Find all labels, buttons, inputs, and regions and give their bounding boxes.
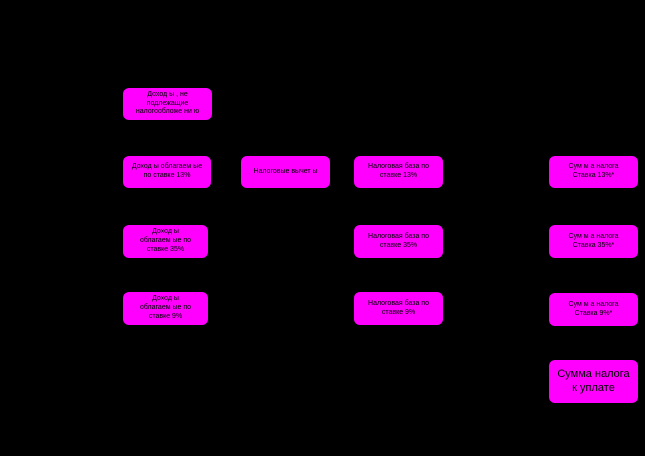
node-tax-base-9: Налоговая база по ставке 9% — [354, 292, 443, 325]
node-tax-total-payable: Сумма налога к уплате — [549, 360, 638, 403]
node-tax-base-35: Налоговая база по ставке 35% — [354, 225, 443, 258]
node-tax-deductions: Налоговые вычет ы — [241, 156, 330, 188]
node-income-13: Доход ы облагаем ые по ставке 13% — [123, 156, 211, 188]
node-tax-amount-35: Сум м а налога Ставка 35%* — [549, 225, 638, 258]
node-tax-amount-13: Сум м а налога Ставка 13%* — [549, 156, 638, 188]
node-income-35: Доход ы облагаем ые по ставке 35% — [123, 225, 208, 258]
node-tax-base-13: Налоговая база по ставке 13% — [354, 156, 443, 188]
node-tax-amount-9: Сум м а налога Ставка 9%* — [549, 293, 638, 326]
node-income-not-taxable: Доход ы , не подлежащие налогообложе ни … — [123, 88, 212, 120]
node-income-9: Доход ы облагаем ые по ставке 9% — [123, 292, 208, 325]
